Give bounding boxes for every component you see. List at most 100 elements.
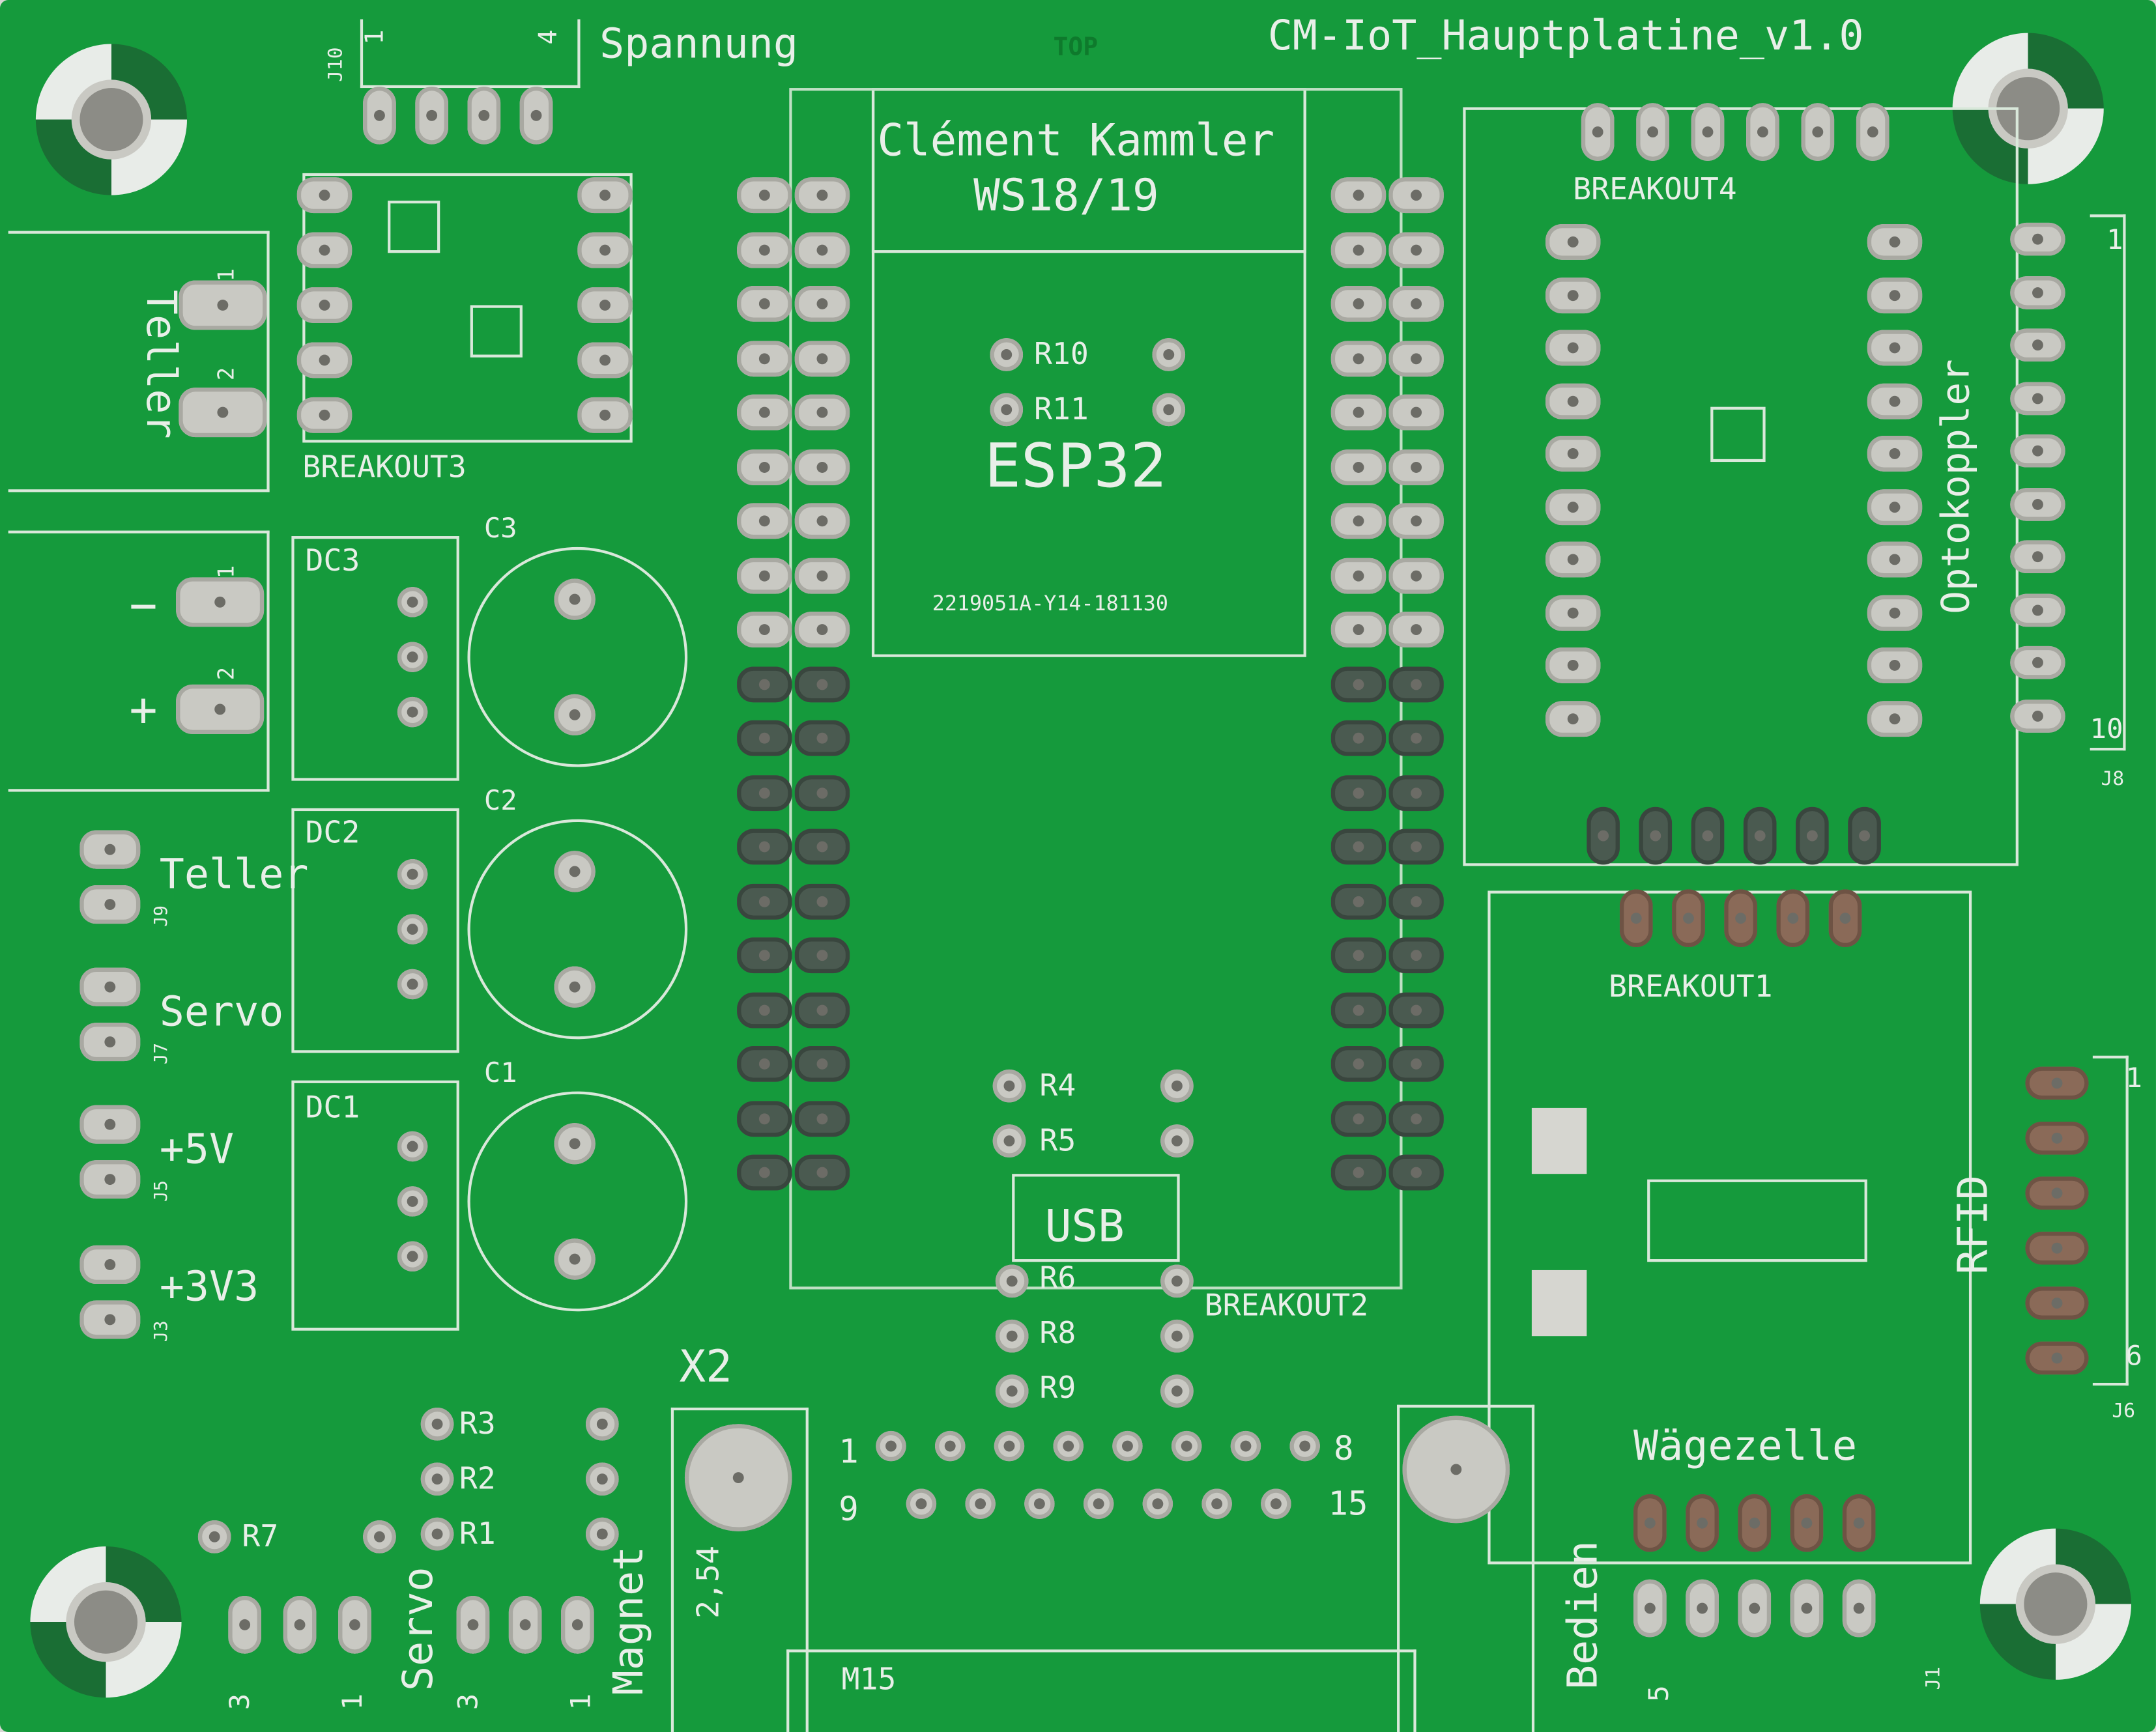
- solder-pad: [197, 1520, 231, 1554]
- solder-pad: [1160, 1264, 1194, 1298]
- j6-label: J6: [2112, 1400, 2135, 1423]
- solder-pad: [1842, 1579, 1876, 1638]
- r10-label: R10: [1033, 338, 1089, 373]
- solder-pad: [794, 503, 850, 539]
- solder-pad: [1867, 330, 1923, 366]
- pin-label: 1: [335, 1693, 369, 1711]
- c2-outline: [467, 819, 688, 1040]
- dsub-outline: [1397, 1404, 1535, 1732]
- solder-pad: [2010, 276, 2065, 309]
- solder-pad: [1171, 1430, 1202, 1462]
- solder-pad: [1672, 889, 1705, 947]
- semester-label: WS18/19: [973, 169, 1159, 221]
- solder-pad: [363, 1520, 396, 1554]
- solder-pad: [995, 1264, 1029, 1298]
- solder-pad: [1388, 612, 1444, 647]
- solder-pad: [554, 851, 596, 892]
- solder-pad: [228, 1596, 261, 1654]
- solder-pad: [2010, 699, 2065, 732]
- solder-pad: [2010, 487, 2065, 520]
- solder-pad: [1867, 541, 1923, 578]
- r2-label: R2: [459, 1462, 496, 1498]
- solder-pad: [1152, 393, 1186, 427]
- solder-pad: [794, 231, 850, 268]
- dc3-outline: [291, 536, 459, 781]
- solder-pad: [2010, 381, 2065, 415]
- solder-pad: [554, 966, 596, 1008]
- terminal-pad: [179, 280, 267, 330]
- solder-pad: [737, 231, 792, 268]
- solder-pad: [1330, 177, 1387, 214]
- solder-pad: [1330, 449, 1387, 485]
- solder-pad: [397, 859, 428, 890]
- solder-pad: [420, 1407, 454, 1441]
- solder-pad: [1330, 285, 1387, 322]
- solder-pad: [1388, 1100, 1444, 1137]
- pin-label: 3: [451, 1693, 484, 1711]
- pin-label: 10: [2090, 712, 2123, 745]
- solder-pad: [456, 1596, 490, 1654]
- solder-pad: [1691, 103, 1725, 161]
- j5-label: J5: [151, 1180, 173, 1202]
- mounting-hole-bottom-right: [1979, 1528, 2131, 1680]
- solder-pad: [794, 557, 850, 593]
- solder-pad: [1388, 1154, 1444, 1191]
- solder-pad: [794, 340, 850, 376]
- pin-label: 1: [2125, 1061, 2142, 1094]
- solder-pad: [1545, 594, 1601, 631]
- x2-label: X2: [679, 1340, 732, 1393]
- bedien-label: Bedien: [1559, 1540, 1608, 1690]
- solder-pad: [794, 883, 850, 919]
- solder-pad: [1330, 394, 1387, 431]
- solder-pad: [1545, 489, 1601, 525]
- pin-label: 1: [212, 565, 239, 579]
- solder-pad: [1160, 1319, 1194, 1353]
- teller-terminal-outline: [8, 231, 270, 492]
- solder-pad: [296, 177, 352, 214]
- solder-pad: [1388, 774, 1444, 811]
- solder-pad: [1545, 700, 1601, 737]
- solder-pad: [1330, 937, 1387, 974]
- dc1-outline: [291, 1080, 459, 1331]
- r1-label: R1: [459, 1517, 496, 1552]
- j8-outline: [2090, 214, 2126, 751]
- solder-pad: [561, 1596, 594, 1654]
- waegezelle-label: Wägezelle: [1633, 1423, 1858, 1471]
- dc3-label: DC3: [305, 544, 360, 579]
- solder-pad: [1633, 1579, 1667, 1638]
- dc2-outline: [291, 808, 459, 1053]
- pitch-label: 2,54: [692, 1546, 727, 1619]
- j6-outline: [2092, 1055, 2129, 1386]
- power-terminal-outline: [8, 530, 270, 792]
- solder-pad: [2025, 1176, 2089, 1210]
- solder-pad: [1289, 1430, 1320, 1462]
- solder-pad: [1112, 1430, 1143, 1462]
- r7-label: R7: [242, 1520, 279, 1555]
- solder-pad: [1388, 449, 1444, 485]
- solder-pad: [585, 1462, 619, 1496]
- solder-pad: [794, 394, 850, 431]
- rfid-label: RFID: [1949, 1175, 1998, 1275]
- solder-pad: [1330, 666, 1387, 702]
- solder-pad: [79, 885, 141, 924]
- c1-outline: [467, 1091, 688, 1312]
- fab-code: 2219051A-Y14-181130: [932, 591, 1168, 616]
- ic-chip: [1647, 1179, 1867, 1262]
- solder-pad: [467, 86, 501, 145]
- solder-pad: [794, 1100, 850, 1137]
- solder-pad: [794, 937, 850, 974]
- ic-footprint: [470, 305, 523, 358]
- smd-component: [1531, 1107, 1587, 1174]
- mounting-hole-top-left: [35, 44, 188, 195]
- spannung-label: Spannung: [599, 20, 799, 69]
- dsub-mounting-hole: [684, 1424, 792, 1531]
- solder-pad: [737, 720, 792, 756]
- solder-pad: [397, 914, 428, 944]
- pin-label: 3: [222, 1693, 256, 1711]
- ic-footprint: [388, 201, 440, 253]
- dsub-mounting-hole: [1402, 1415, 1510, 1524]
- dc1-label: DC1: [305, 1091, 360, 1126]
- servo-connector-label: Servo: [159, 988, 284, 1037]
- solder-pad: [1388, 829, 1444, 865]
